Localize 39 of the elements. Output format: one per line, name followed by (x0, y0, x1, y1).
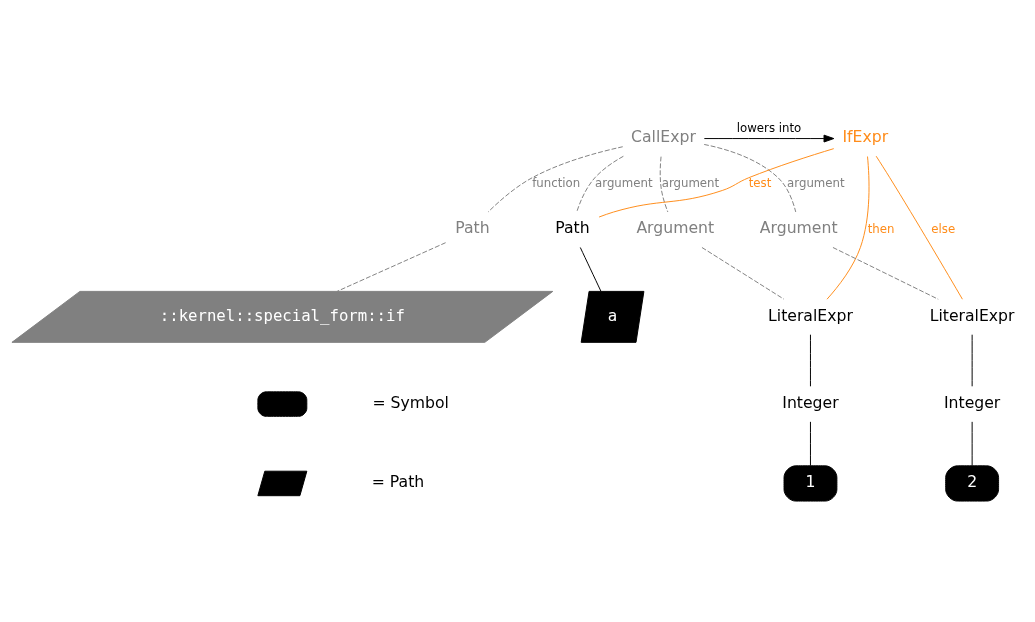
node-text: LiteralExpr (768, 305, 853, 325)
connector (703, 143, 797, 213)
edge-label: argument (787, 176, 845, 191)
connector (875, 155, 963, 300)
node-parallelogram (257, 470, 308, 497)
connector (809, 421, 811, 467)
edge-label: function (532, 176, 581, 191)
connector (487, 146, 624, 213)
connector (579, 247, 602, 292)
node-text: Integer (943, 392, 1001, 412)
connector (598, 148, 835, 218)
node-text: Integer (782, 392, 839, 412)
edge-label: test (748, 176, 772, 191)
node-box: 2 (945, 465, 1000, 502)
node-box: 1 (783, 465, 838, 502)
arrow (703, 134, 835, 143)
legend-label: = Path (371, 472, 425, 492)
node-text: LiteralExpr (929, 305, 1015, 325)
node-text: IfExpr (842, 127, 889, 147)
legend-label: = Symbol (372, 392, 449, 412)
connector (659, 156, 669, 213)
connector (336, 242, 447, 292)
edge-label: argument (661, 176, 720, 191)
connector (971, 421, 973, 467)
edge-label: else (931, 221, 956, 236)
node-text: Argument (636, 218, 715, 238)
connector (832, 247, 939, 300)
connector (826, 156, 870, 300)
node-text: CallExpr (631, 127, 696, 147)
node-text: Argument (759, 218, 838, 238)
connector (576, 155, 624, 213)
node-box (257, 391, 308, 417)
edge-label: then (867, 221, 895, 236)
connector (809, 334, 811, 387)
edge-label: argument (595, 176, 653, 191)
edge-label: lowers into (736, 121, 802, 136)
node-text: Path (555, 218, 590, 238)
node-text: Path (455, 218, 490, 238)
connector (701, 247, 785, 300)
